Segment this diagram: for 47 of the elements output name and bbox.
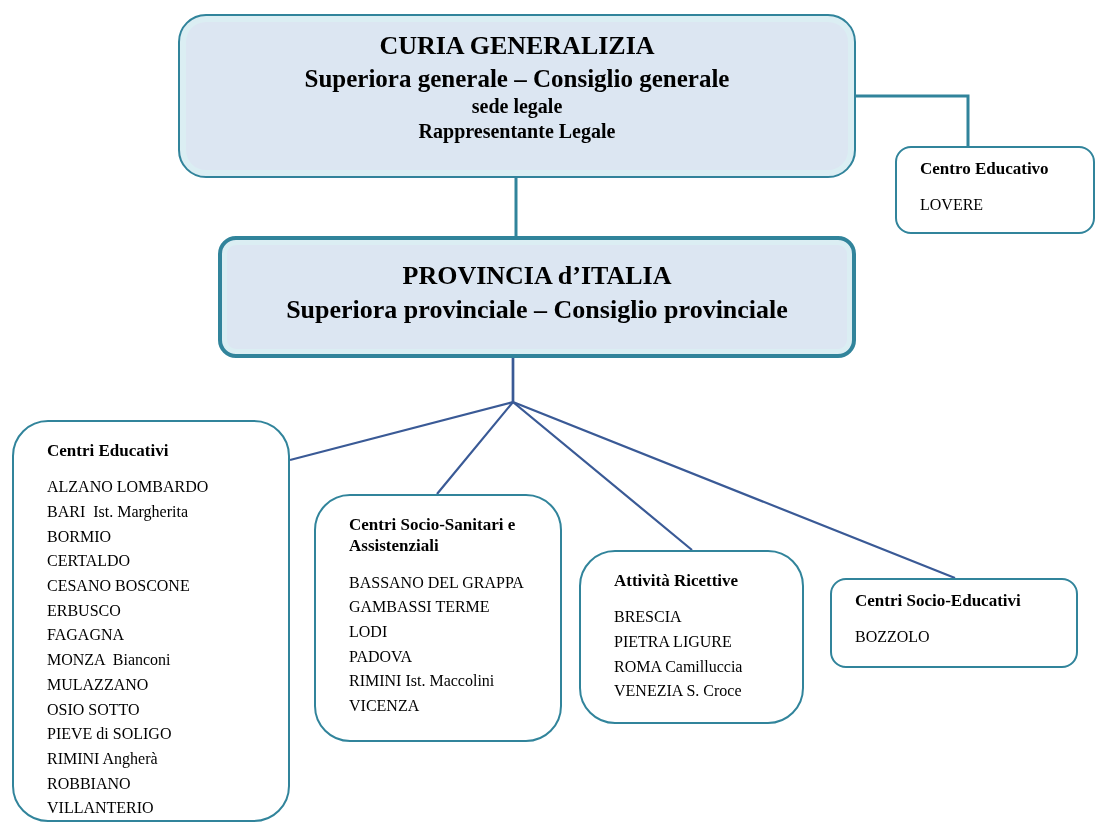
- location-name: PADOVA: [349, 646, 413, 667]
- category-heading: Centri Socio-Educativi: [855, 590, 1021, 612]
- org-title: Rappresentante Legale: [418, 118, 616, 144]
- category-box: [579, 550, 804, 724]
- location-name: VILLANTERIO: [47, 798, 154, 819]
- location-name: ERBUSCO: [47, 600, 121, 621]
- org-title: PROVINCIA d’ITALIA: [402, 260, 672, 293]
- location-name: CESANO BOSCONE: [47, 576, 190, 597]
- category-box: [314, 494, 562, 742]
- location-name: LODI: [349, 621, 388, 642]
- location-name: RIMINI Ist. Maccolini: [349, 671, 495, 692]
- category-heading: Attività Ricettive: [614, 570, 739, 592]
- location-name: BARI Ist. Margherita: [47, 501, 188, 523]
- location-name: BASSANO DEL GRAPPA: [349, 572, 524, 593]
- org-box: [178, 14, 856, 178]
- category-heading: Centri Educativi: [47, 440, 169, 462]
- org-title: Superiora generale – Consiglio generale: [304, 63, 730, 94]
- category-heading: Centro Educativo: [920, 158, 1049, 180]
- location-name: MULAZZANO: [47, 674, 149, 695]
- org-title: sede legale: [471, 93, 563, 119]
- location-name: MONZA Bianconi: [47, 650, 171, 671]
- location-name: ROMA Camilluccia: [614, 656, 743, 677]
- connector-line: [511, 358, 956, 580]
- org-title: Superiora provinciale – Consiglio provinciale: [286, 294, 788, 326]
- connector-line: [856, 94, 970, 146]
- location-name: FAGAGNA: [47, 625, 125, 646]
- location-name: VENEZIA S. Croce: [614, 681, 742, 702]
- location-name: PIEVE di SOLIGO: [47, 724, 172, 745]
- category-box: [895, 146, 1095, 234]
- location-name: BORMIO: [47, 526, 111, 547]
- location-name: GAMBASSI TERME: [349, 597, 490, 618]
- location-name: BOZZOLO: [855, 627, 930, 648]
- category-heading: Centri Socio-Sanitari e Assistenziali: [349, 514, 517, 557]
- location-name: LOVERE: [920, 195, 984, 216]
- location-name: CERTALDO: [47, 551, 131, 572]
- location-name: PIETRA LIGURE: [614, 631, 732, 652]
- org-title: CURIA GENERALIZIA: [379, 30, 655, 62]
- location-name: ROBBIANO: [47, 773, 131, 794]
- location-name: ALZANO LOMBARDO: [47, 477, 209, 498]
- category-box: [830, 578, 1078, 668]
- location-name: RIMINI Angherà: [47, 749, 158, 770]
- location-name: OSIO SOTTO: [47, 699, 140, 720]
- location-name: VICENZA: [349, 696, 420, 716]
- connector-line: [514, 178, 518, 236]
- org-box: [218, 236, 856, 358]
- category-box: [12, 420, 290, 822]
- location-name: BRESCIA: [614, 607, 682, 628]
